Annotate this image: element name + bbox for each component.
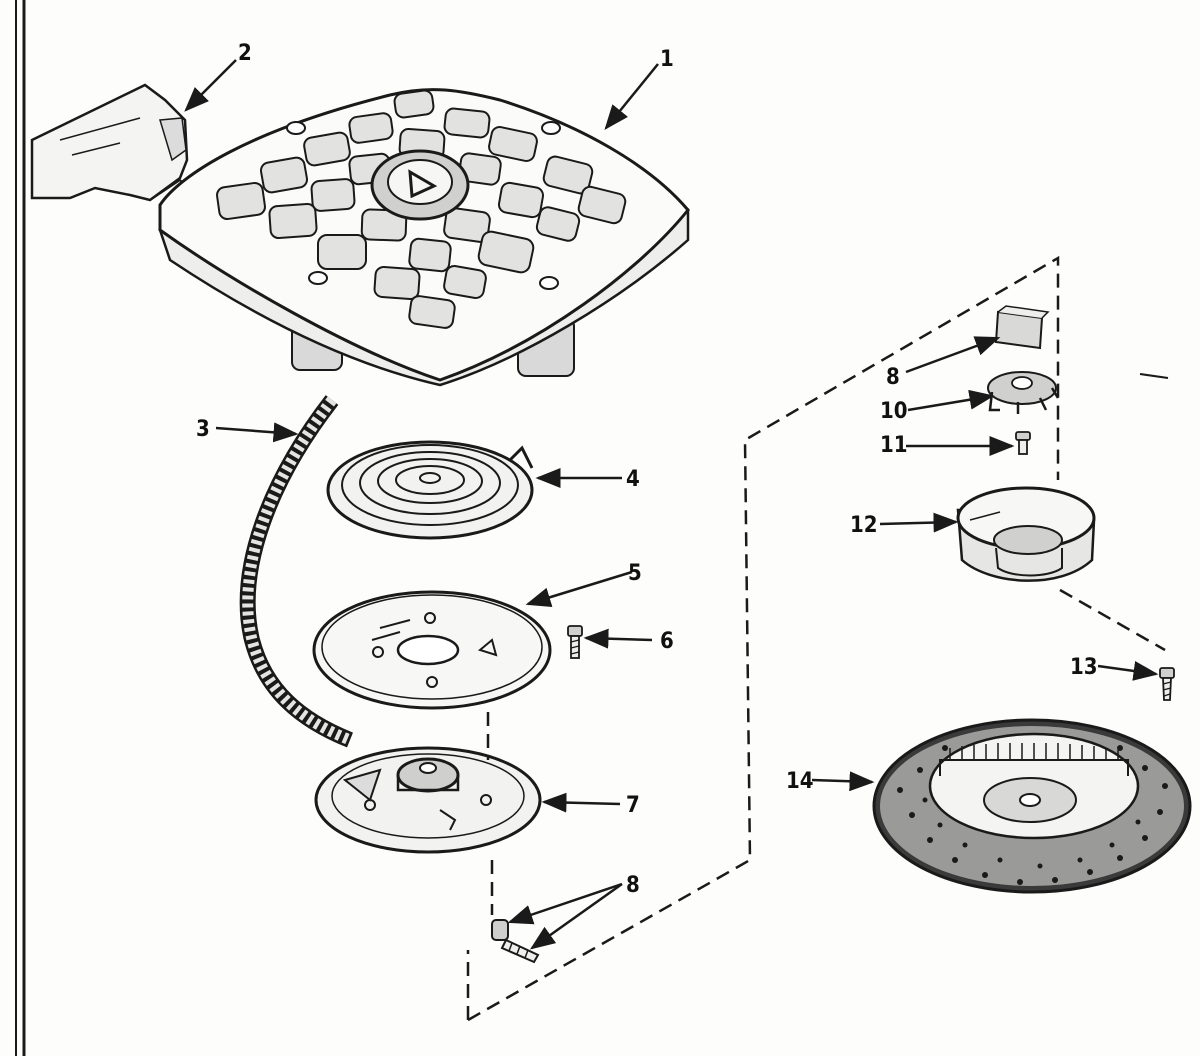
part-10-retainer xyxy=(987,371,1060,414)
callout-label-7: 7 xyxy=(626,793,640,818)
callout-label-1: 1 xyxy=(660,47,674,72)
part-4-rewind-spring xyxy=(326,440,534,540)
page-border xyxy=(15,0,26,1056)
part-12-starter-cup xyxy=(956,486,1096,582)
callout-label-8-lower: 8 xyxy=(626,873,640,898)
screen-ratchet-teeth xyxy=(949,743,1119,760)
part-13-screw xyxy=(1159,667,1175,701)
assembly-guide-lines xyxy=(466,255,1166,1022)
part-3-starter-rope xyxy=(239,395,353,748)
callout-label-5: 5 xyxy=(628,561,642,586)
callout-label-12: 12 xyxy=(850,513,878,538)
callout-label-2: 2 xyxy=(238,41,252,66)
callout-label-8-upper: 8 xyxy=(886,365,900,390)
callout-label-14: 14 xyxy=(786,769,814,794)
part-6-screw xyxy=(567,625,583,659)
callout-label-10: 10 xyxy=(880,399,908,424)
part-7-rope-pulley xyxy=(314,746,542,854)
part-11-screw xyxy=(1015,431,1031,455)
part-1-cover-housing xyxy=(158,88,690,387)
stray-mark xyxy=(1139,373,1169,379)
callout-label-6: 6 xyxy=(660,629,674,654)
part-8-screws-lower xyxy=(491,919,540,964)
part-8-pawl xyxy=(994,305,1050,350)
part-5-spring-plate xyxy=(312,590,552,710)
callout-labels: 2 1 3 4 5 6 7 8 8 10 11 12 13 14 xyxy=(196,41,1098,898)
screen-perforation xyxy=(897,745,1168,885)
callout-label-13: 13 xyxy=(1070,655,1098,680)
callout-label-11: 11 xyxy=(880,433,908,458)
part-14-rotating-screen xyxy=(872,718,1192,894)
callout-label-4: 4 xyxy=(626,467,640,492)
part-2-handle xyxy=(30,83,191,202)
leader-lines xyxy=(184,59,1159,950)
callout-label-3: 3 xyxy=(196,417,210,442)
